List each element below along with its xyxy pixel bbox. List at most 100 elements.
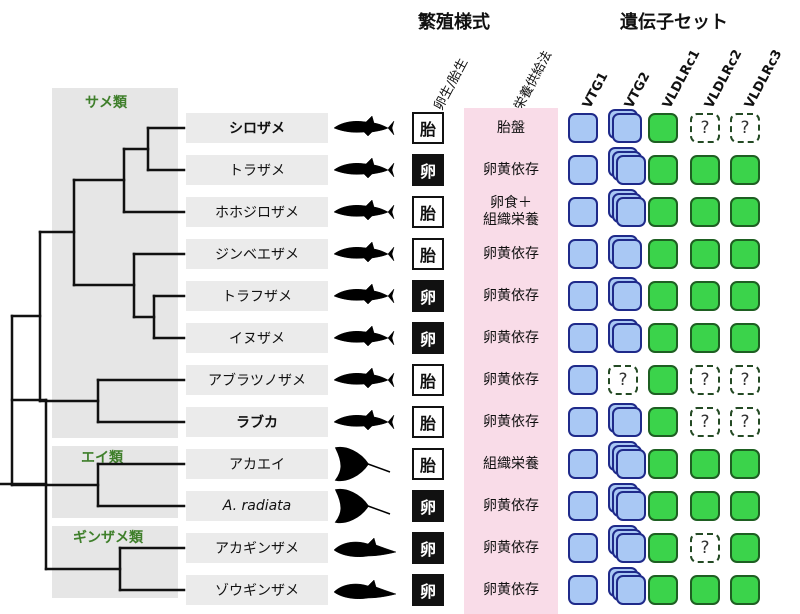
vldlrc3-cell: [730, 281, 760, 311]
species-name: ホホジロザメ: [186, 197, 328, 227]
vldlrc3-cell: [730, 449, 760, 479]
nutrition-method-text: 卵黄依存: [464, 540, 558, 557]
reproduction-mode-badge: 卵: [412, 490, 444, 522]
vldlrc1-cell: [648, 533, 678, 563]
gene-label-vldlrc2: VLDLRc2: [702, 47, 746, 112]
species-name: ラブカ: [186, 407, 328, 437]
nutrition-line: 卵黄依存: [483, 413, 539, 430]
species-name: イヌザメ: [186, 323, 328, 353]
reproduction-header: 繁殖様式: [418, 12, 490, 33]
species-name: トラザメ: [186, 155, 328, 185]
vldlrc3-cell: [730, 323, 760, 353]
vtg2-cell: [616, 155, 646, 185]
vldlrc2-cell: [690, 449, 720, 479]
vtg1-cell: [568, 365, 598, 395]
vldlrc1-cell: [648, 155, 678, 185]
phylogenetic-tree: [0, 126, 186, 592]
nutrition-method-text: 卵黄依存: [464, 246, 558, 263]
nutrition-line: 胎盤: [497, 119, 525, 136]
vldlrc1-cell: [648, 575, 678, 605]
species-name: トラフザメ: [186, 281, 328, 311]
vldlrc1-cell: [648, 449, 678, 479]
vtg2-cell: [616, 575, 646, 605]
gene-label-vldlrc1: VLDLRc1: [660, 47, 704, 112]
reproduction-mode-badge: 卵: [412, 532, 444, 564]
nutrition-line: 卵黄依存: [483, 287, 539, 304]
nutrition-method-text: 卵黄依存: [464, 330, 558, 347]
species-silhouette-icon: [334, 488, 391, 524]
gene-label-vldlrc3: VLDLRc3: [742, 47, 786, 112]
vtg1-cell: [568, 281, 598, 311]
nutrition-method-text: 卵食＋組織栄養: [464, 195, 558, 229]
vtg2-cell: [616, 197, 646, 227]
vldlrc3-cell: [730, 155, 760, 185]
species-name: A. radiata: [186, 491, 328, 521]
vtg1-cell: [568, 323, 598, 353]
gene-label-vtg1: VTG1: [580, 69, 612, 112]
vldlrc3-cell: [730, 533, 760, 563]
vldlrc3-cell: [730, 491, 760, 521]
species-silhouette-icon: [333, 325, 395, 347]
species-silhouette-icon: [333, 115, 395, 137]
vtg2-cell: [612, 281, 642, 311]
reproduction-mode-badge: 胎: [412, 196, 444, 228]
species-silhouette-icon: [333, 157, 395, 179]
vtg1-cell: [568, 491, 598, 521]
nutrition-line: 卵黄依存: [483, 581, 539, 598]
vldlrc3-cell: ?: [730, 365, 760, 395]
gene-set-header: 遺伝子セット: [620, 12, 728, 33]
vtg1-cell: [568, 533, 598, 563]
vldlrc2-cell: [690, 155, 720, 185]
nutrition-line: 卵黄依存: [483, 245, 539, 262]
vldlrc3-cell: ?: [730, 407, 760, 437]
nutrition-method-text: 卵黄依存: [464, 162, 558, 179]
vtg1-cell: [568, 407, 598, 437]
nutrition-line: 卵食＋: [490, 195, 532, 211]
nutrition-line: 組織栄養: [483, 455, 539, 472]
vtg2-cell: [616, 533, 646, 563]
vldlrc2-cell: [690, 491, 720, 521]
vtg1-cell: [568, 197, 598, 227]
nutrition-method-text: 卵黄依存: [464, 582, 558, 599]
reproduction-mode-badge: 胎: [412, 406, 444, 438]
vldlrc3-cell: [730, 575, 760, 605]
species-silhouette-icon: [333, 283, 395, 305]
species-name: アカエイ: [186, 449, 328, 479]
vtg1-cell: [568, 113, 598, 143]
vtg2-cell: [616, 491, 646, 521]
vldlrc2-cell: ?: [690, 533, 720, 563]
vldlrc1-cell: [648, 281, 678, 311]
nutrition-line: 組織栄養: [483, 212, 539, 228]
nutrition-method-text: 卵黄依存: [464, 498, 558, 515]
nutrition-line: 卵黄依存: [483, 497, 539, 514]
vtg2-cell: [612, 323, 642, 353]
vldlrc1-cell: [648, 113, 678, 143]
species-silhouette-icon: [333, 579, 397, 599]
species-name: アブラツノザメ: [186, 365, 328, 395]
vldlrc3-cell: ?: [730, 113, 760, 143]
vldlrc1-cell: [648, 491, 678, 521]
vldlrc3-cell: [730, 197, 760, 227]
shark-group-label: サメ類: [85, 95, 127, 111]
vtg2-cell: [612, 113, 642, 143]
species-silhouette-icon: [333, 409, 395, 431]
species-silhouette-icon: [333, 367, 395, 389]
species-name: ゾウギンザメ: [186, 575, 328, 605]
species-silhouette-icon: [333, 199, 395, 221]
vtg2-cell: [612, 407, 642, 437]
chimaera-group-bg: [52, 526, 178, 598]
vldlrc2-cell: [690, 281, 720, 311]
vtg2-cell: [612, 239, 642, 269]
gene-label-vtg2: VTG2: [622, 69, 654, 112]
species-name: ジンベエザメ: [186, 239, 328, 269]
nutrition-line: 卵黄依存: [483, 161, 539, 178]
nutrition-column-bg: [464, 108, 558, 614]
vldlrc2-cell: ?: [690, 407, 720, 437]
nutrition-line: 卵黄依存: [483, 539, 539, 556]
vtg2-cell: ?: [608, 365, 638, 395]
species-silhouette-icon: [334, 446, 391, 482]
reproduction-mode-badge: 卵: [412, 322, 444, 354]
vldlrc3-cell: [730, 239, 760, 269]
vtg1-cell: [568, 239, 598, 269]
vtg1-cell: [568, 449, 598, 479]
